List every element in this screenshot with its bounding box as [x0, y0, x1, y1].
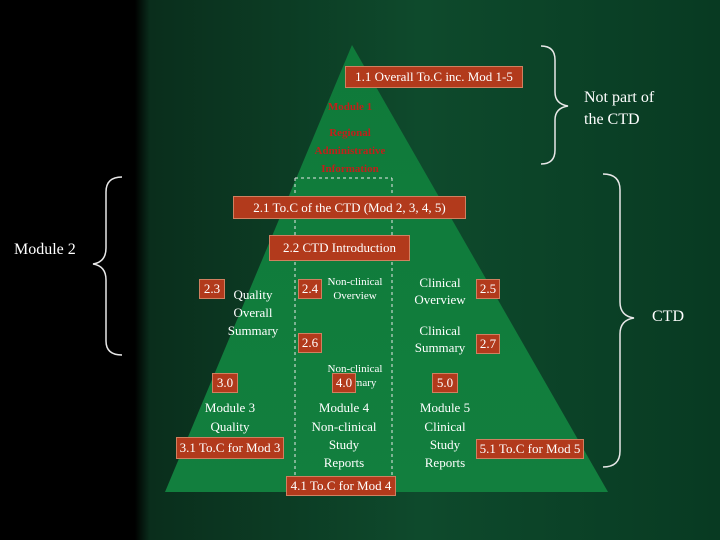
module-3-line-1: Module 3: [204, 400, 256, 415]
pyramid-shape: [165, 45, 608, 492]
module-4-toc-label: 4.1 To.C for Mod 4: [286, 476, 396, 496]
section-2-7-line-2: Summary: [414, 340, 466, 355]
section-2-7-number: 2.7: [476, 334, 500, 354]
module-1-line-2: Administrative: [314, 145, 386, 157]
module-4-line-4: Reports: [323, 455, 365, 470]
module-4-line-1: Module 4: [318, 400, 370, 415]
ctd-introduction-label: 2.2 CTD Introduction: [269, 235, 410, 261]
section-2-5-line-2: Overview: [414, 292, 466, 307]
module-3-toc-label: 3.1 To.C for Mod 3: [176, 437, 284, 459]
module-2-label: Module 2: [14, 241, 76, 258]
module-4-line-2: Non-clinical: [311, 419, 377, 434]
section-2-7-line-1: Clinical: [419, 323, 461, 338]
module-5-line-2: Clinical: [424, 419, 466, 434]
module-5-line-3: Study: [429, 437, 461, 452]
module-5-toc-label: 5.1 To.C for Mod 5: [476, 439, 584, 459]
module-4-line-3: Study: [328, 437, 360, 452]
ctd-label: CTD: [652, 308, 684, 325]
section-2-3-line-1: Quality: [233, 287, 273, 302]
section-2-5-line-1: Clinical: [419, 275, 461, 290]
section-2-5-number: 2.5: [476, 279, 500, 299]
module-4-number: 4.0: [332, 373, 356, 393]
brace-ctd: [602, 173, 635, 468]
section-2-6-number: 2.6: [298, 333, 322, 353]
module-1-line-1: Regional: [329, 127, 371, 139]
section-2-6-line-1: Non-clinical: [327, 363, 383, 375]
module-1-title: Module 1: [327, 101, 373, 113]
module-5-number: 5.0: [432, 373, 458, 393]
ctd-toc-label: 2.1 To.C of the CTD (Mod 2, 3, 4, 5): [233, 196, 466, 219]
module-5-line-4: Reports: [424, 455, 466, 470]
section-2-4-line-1: Non-clinical: [327, 276, 383, 288]
overall-toc-label: 1.1 Overall To.C inc. Mod 1-5: [345, 66, 523, 88]
brace-not-ctd: [540, 45, 569, 165]
section-2-3-line-2: Overall: [233, 305, 273, 320]
not-ctd-line-1: Not part of: [584, 89, 655, 106]
module-3-line-2: Quality: [210, 419, 250, 434]
brace-module-2: [92, 176, 123, 356]
section-2-4-number: 2.4: [298, 279, 322, 299]
module-5-line-1: Module 5: [419, 400, 471, 415]
not-ctd-line-2: the CTD: [584, 111, 640, 128]
section-2-3-line-3: Summary: [227, 323, 279, 338]
module-3-number: 3.0: [212, 373, 238, 393]
module-1-line-3: Information: [321, 163, 379, 175]
section-2-3-number: 2.3: [199, 279, 225, 299]
section-2-4-line-2: Overview: [333, 290, 377, 302]
